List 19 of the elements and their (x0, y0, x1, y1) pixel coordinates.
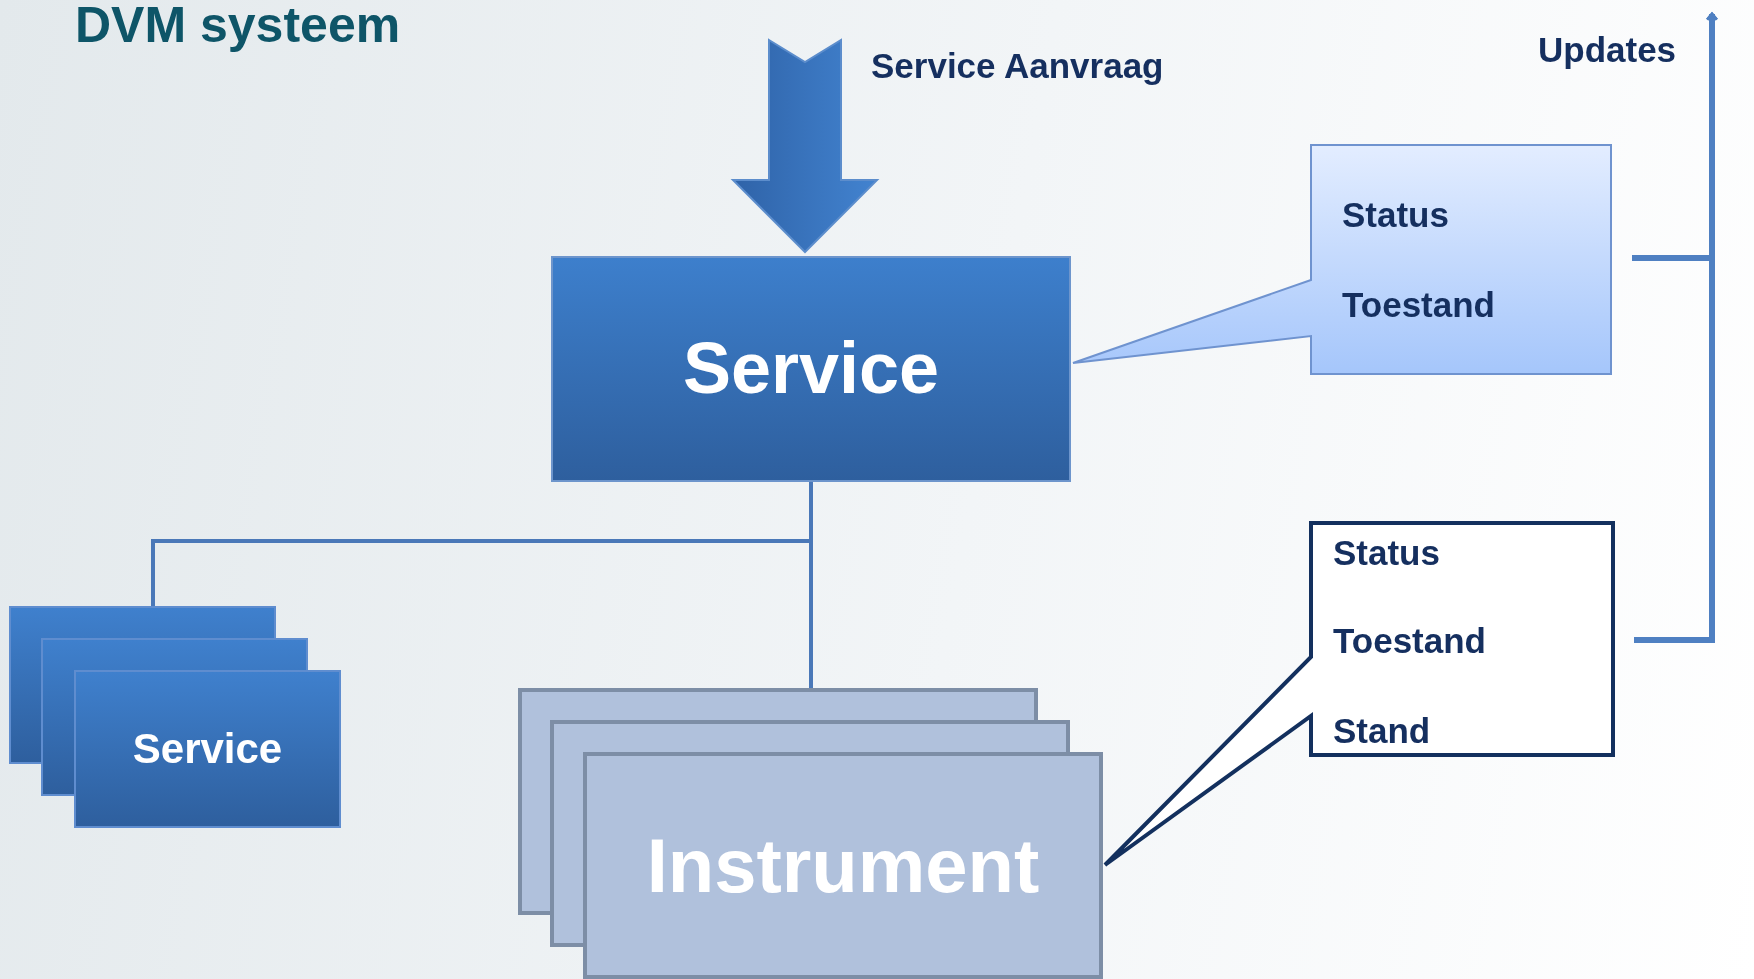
callout-text: Status (1342, 197, 1449, 232)
box-label: Service (682, 329, 940, 409)
card-stack (9, 606, 341, 828)
box-label: Instrument (646, 823, 1040, 908)
callout-text: Toestand (1342, 287, 1495, 322)
callout-text: Status (1333, 535, 1440, 570)
process-box (551, 256, 1071, 482)
callout-box (1071, 145, 1611, 374)
edge-label: Updates (1538, 32, 1677, 67)
box-label: Service (132, 725, 283, 773)
title: DVM systeem (75, 0, 401, 50)
callout-text: Toestand (1333, 623, 1486, 658)
connector-line (809, 482, 813, 688)
callout-box (1103, 523, 1613, 868)
block-arrow (730, 38, 880, 254)
edge-label: Service Aanvraag (871, 48, 1164, 83)
card-stack (518, 688, 1103, 979)
arrow (1634, 12, 1719, 643)
callout-text: Stand (1333, 713, 1431, 748)
